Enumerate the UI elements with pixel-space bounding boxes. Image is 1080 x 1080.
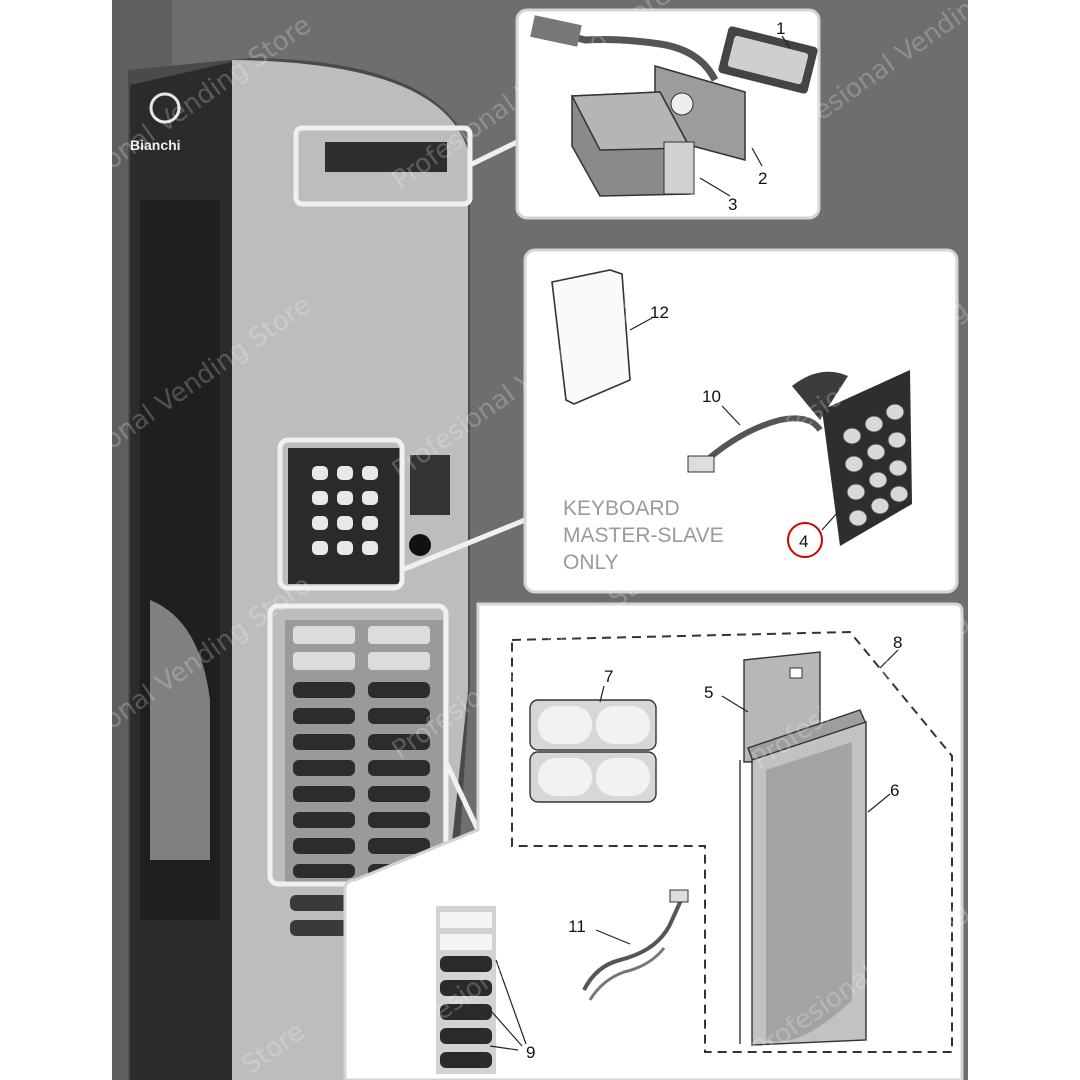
keyboard-caption-line3: ONLY — [563, 551, 619, 574]
buttons-connector — [442, 758, 481, 832]
callout-2: 2 — [758, 169, 767, 188]
button-labels-part — [436, 906, 496, 1074]
button-cable-part — [582, 897, 684, 991]
callout-8: 8 — [893, 633, 902, 652]
button-caps-part — [529, 699, 657, 803]
display-module-panel: 1 2 3 — [515, 8, 821, 220]
callout-3: 3 — [728, 195, 737, 214]
callout-1: 1 — [776, 19, 785, 38]
callout-4-highlight — [787, 522, 823, 558]
callout-11: 11 — [568, 917, 586, 936]
display-highlight — [293, 125, 473, 207]
keypad-highlight — [277, 437, 405, 591]
vending-machine-photo: Bianchi — [128, 58, 470, 1080]
callout-5: 5 — [704, 683, 713, 702]
button-assembly-panel: 8 7 5 6 11 — [343, 602, 964, 1080]
callout-12: 12 — [650, 303, 669, 322]
keyboard-gasket-part — [551, 269, 631, 405]
keyboard-caption-line2: MASTER-SLAVE — [563, 524, 724, 547]
brand-logo-text: Bianchi — [130, 137, 181, 153]
keyboard-cable-part — [697, 415, 823, 469]
display-connector — [468, 139, 519, 168]
keyboard-caption-line1: KEYBOARD — [563, 497, 680, 520]
assembly-group-outline — [511, 630, 953, 1053]
keypad-keys — [842, 403, 909, 527]
callout-7: 7 — [604, 667, 613, 686]
selection-buttons-photo — [285, 620, 443, 936]
callout-10: 10 — [702, 387, 721, 406]
keypad-connector — [401, 517, 526, 573]
callout-4: 4 — [799, 532, 808, 551]
brand-logo-icon — [149, 92, 181, 124]
callout-6: 6 — [890, 781, 899, 800]
callout-9: 9 — [526, 1043, 535, 1062]
keyboard-panel: 12 10 4 KEYBOARD MASTER-SLAVE ONLY — [523, 248, 959, 594]
keypad-photo — [312, 466, 378, 555]
button-frame-part — [739, 709, 867, 1046]
